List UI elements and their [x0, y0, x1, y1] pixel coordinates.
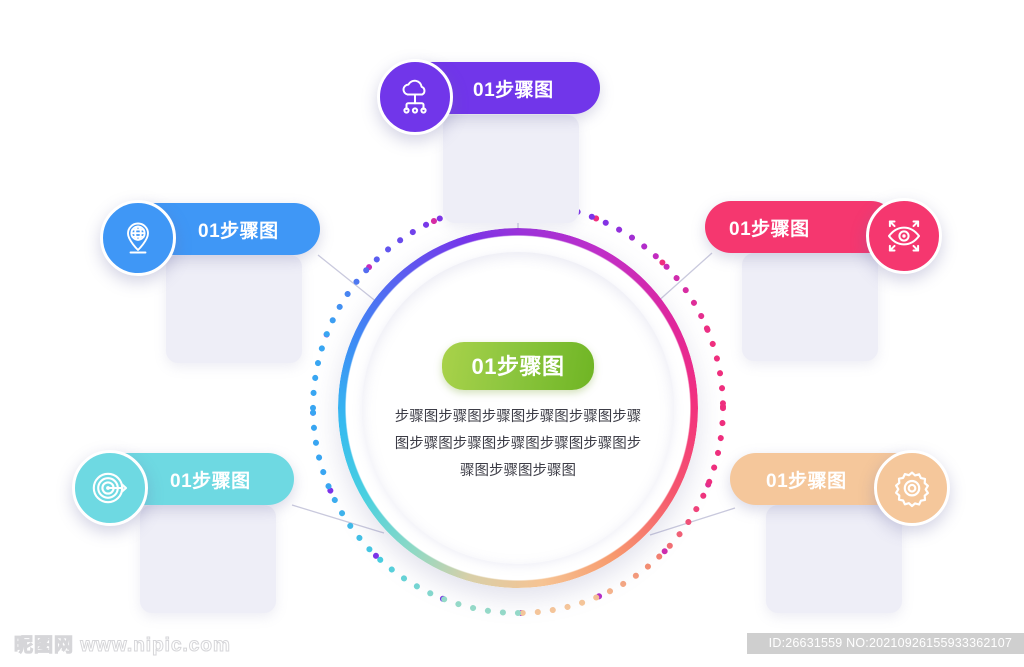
- target-dart-icon[interactable]: [72, 450, 148, 526]
- node-top-label: 01步骤图: [473, 79, 554, 101]
- gear-icon[interactable]: [874, 450, 950, 526]
- node-left-top-box: [166, 255, 302, 363]
- watermark-id-bar: ID:26631559 NO:20210926155933362107: [746, 633, 1024, 654]
- node-right-top-label: 01步骤图: [729, 218, 810, 240]
- node-top-box: [443, 115, 579, 223]
- ring-core-disc: [378, 268, 658, 548]
- node-left-bottom-box: [140, 505, 276, 613]
- node-right-top-pill[interactable]: 01步骤图: [705, 201, 897, 253]
- eye-expand-icon[interactable]: [866, 198, 942, 274]
- node-left-bottom-label: 01步骤图: [170, 470, 251, 492]
- center-content: 01步骤图 步骤图步骤图步骤图步骤图步骤图步骤图步骤图步骤图步骤图步骤图步骤图步…: [388, 342, 648, 484]
- cloud-network-icon[interactable]: [377, 59, 453, 135]
- node-right-bottom-box: [766, 505, 902, 613]
- node-right-bottom-label: 01步骤图: [766, 470, 847, 492]
- globe-location-pin-icon[interactable]: [100, 200, 176, 276]
- node-left-top-label: 01步骤图: [198, 220, 279, 242]
- watermark-site-logo: 昵图网 www.nipic.com: [14, 635, 231, 657]
- center-description: 步骤图步骤图步骤图步骤图步骤图步骤图步骤图步骤图步骤图步骤图步骤图步骤图步骤图步…: [394, 409, 642, 479]
- central-ring: 01步骤图 步骤图步骤图步骤图步骤图步骤图步骤图步骤图步骤图步骤图步骤图步骤图步…: [310, 200, 726, 616]
- node-right-top-box: [742, 253, 878, 361]
- center-badge[interactable]: 01步骤图: [441, 342, 595, 390]
